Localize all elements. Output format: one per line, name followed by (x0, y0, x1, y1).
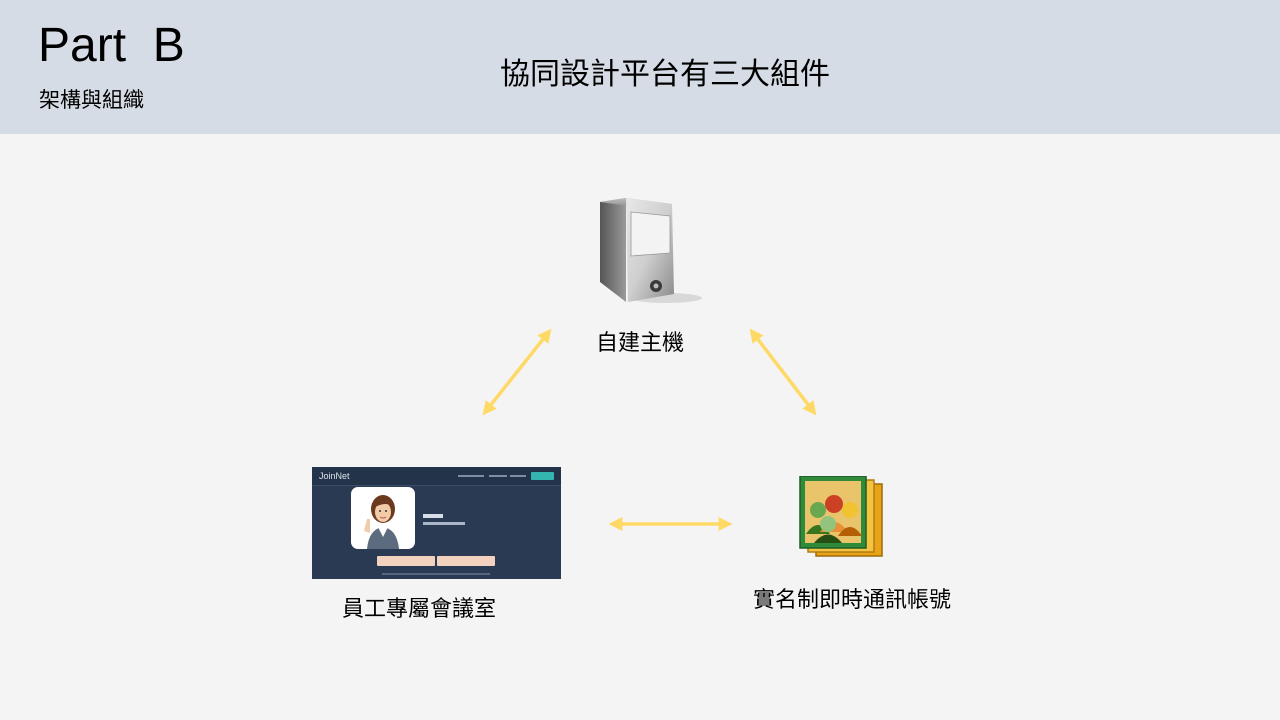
screenshot-nav-button (531, 472, 554, 480)
screenshot-nav-link (489, 475, 507, 477)
part-subtitle: 架構與組織 (39, 88, 144, 112)
messenger-users-icon (799, 476, 883, 557)
screenshot-footer (382, 573, 490, 575)
part-title: Part B (38, 19, 185, 72)
meeting-room-screenshot: JoinNet (312, 467, 561, 579)
screenshot-nav-link (510, 475, 526, 477)
screenshot-joinnet-button (437, 556, 495, 566)
screenshot-user-name (423, 514, 443, 518)
meeting-room-label: 員工專屬會議室 (342, 597, 497, 622)
arrow-server-meeting (482, 328, 552, 416)
slide-title: 協同設計平台有三大組件 (500, 57, 830, 92)
arrow-server-im (749, 328, 817, 416)
screenshot-nav-link (458, 475, 484, 477)
screenshot-avatar-card (351, 487, 415, 549)
header-band: Part B 架構與組織 協同設計平台有三大組件 (0, 0, 1280, 134)
receptionist-avatar-icon (364, 495, 399, 549)
screenshot-user-status (423, 522, 465, 525)
screenshot-topbar: JoinNet (312, 467, 561, 486)
im-account-label: 實名制即時通訊帳號 (753, 588, 952, 613)
server-tower-icon (600, 198, 702, 303)
screenshot-enter-button (377, 556, 435, 566)
server-label: 自建主機 (596, 331, 685, 356)
screenshot-logo: JoinNet (319, 471, 350, 481)
